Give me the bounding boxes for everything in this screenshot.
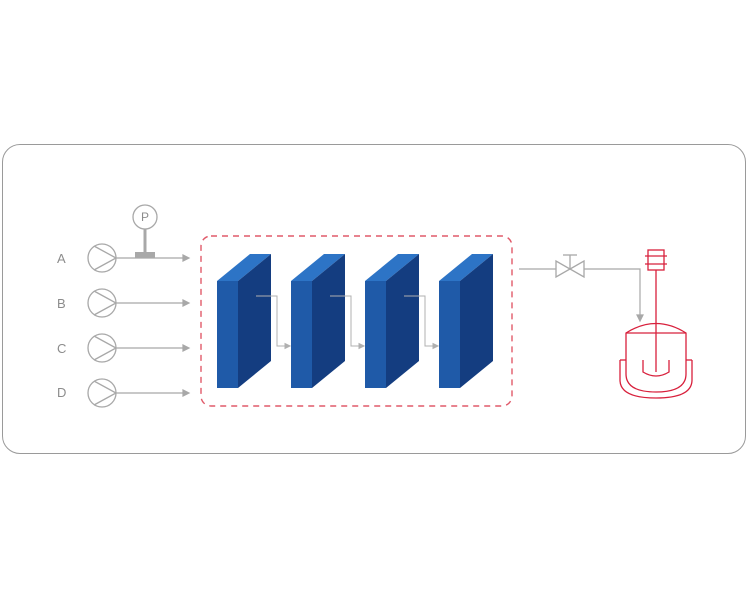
- stream-label-d: D: [57, 385, 66, 400]
- stream-label-c: C: [57, 341, 66, 356]
- stream-label-b: B: [57, 296, 66, 311]
- reactor-enclosure: [200, 235, 513, 407]
- pressure-gauge-label: P: [141, 210, 149, 224]
- feed-line-c: [116, 344, 191, 352]
- reactor-block: [365, 254, 419, 388]
- stirred-vessel-icon: [619, 249, 693, 399]
- vessel-feed-line: [584, 268, 644, 323]
- pump-icon: [87, 243, 118, 273]
- reactor-block: [439, 254, 493, 388]
- valve-icon: [555, 254, 585, 279]
- pump-icon: [87, 288, 118, 318]
- feed-line-b: [116, 299, 191, 307]
- pressure-gauge-icon: [132, 204, 158, 258]
- stream-label-a: A: [57, 251, 66, 266]
- pump-icon: [87, 333, 118, 363]
- block-connector: [404, 295, 440, 350]
- pump-icon: [87, 378, 118, 408]
- reactor-block: [217, 254, 271, 388]
- reactor-block: [291, 254, 345, 388]
- block-connector: [330, 295, 366, 350]
- feed-line-d: [116, 389, 191, 397]
- block-connector: [256, 295, 292, 350]
